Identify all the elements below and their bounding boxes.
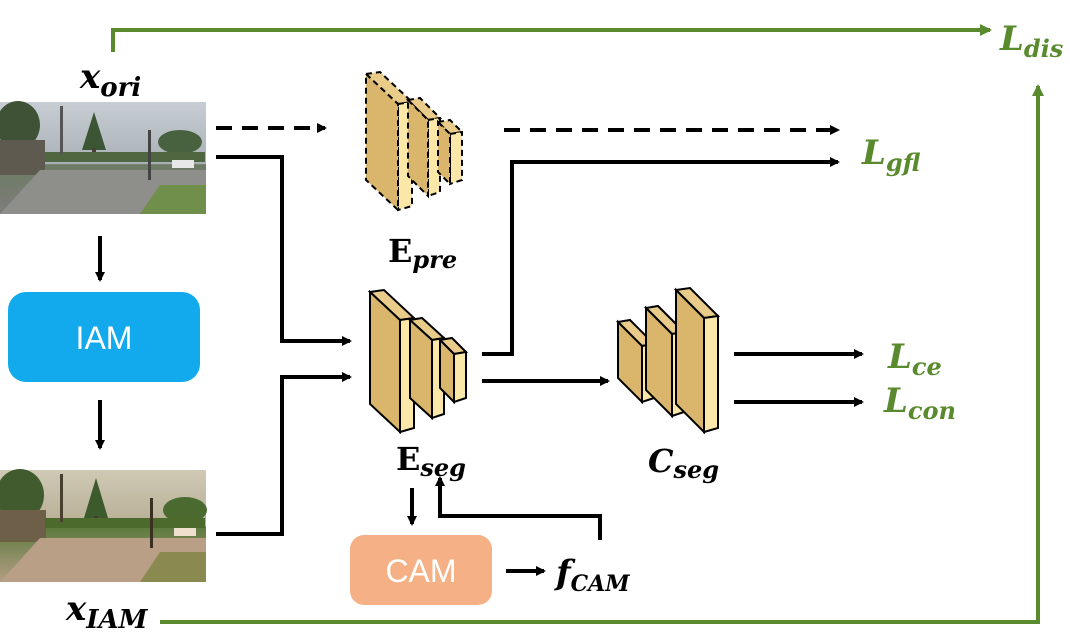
arrow-eseg-to-lgfl [482, 157, 840, 356]
e-seg-encoder [367, 288, 469, 435]
c-seg-block-3 [673, 286, 721, 435]
c-seg-label: Cseg [648, 442, 719, 484]
e-pre-encoder [363, 70, 465, 213]
original-image [0, 101, 206, 214]
arrow-iam-to-eseg [216, 372, 352, 536]
e-seg-block-3 [437, 336, 469, 405]
e-seg-block-2 [407, 316, 447, 421]
iam-module: IAM [8, 292, 200, 382]
iam-image [0, 469, 207, 582]
cam-label: CAM [385, 553, 456, 589]
loss-gfl-label: Lgfl [861, 133, 921, 177]
x-ori-label: xori [79, 57, 141, 103]
e-pre-block-2 [405, 96, 443, 199]
iam-label: IAM [76, 320, 133, 356]
e-seg-block-1 [367, 288, 417, 435]
e-pre-block-1 [363, 70, 415, 213]
dis-loss-path-bottom [160, 84, 1044, 624]
dis-loss-path-top [111, 24, 992, 52]
loss-con-label: Lcon [883, 381, 956, 425]
x-iam-label: xIAM [65, 589, 149, 635]
loss-ce-label: Lce [887, 337, 942, 381]
arrow-ori-to-eseg [216, 155, 352, 346]
loss-dis-label: Ldis [999, 19, 1064, 63]
e-pre-label: Epre [388, 232, 457, 274]
arrow-fcam-to-eseg [435, 476, 602, 540]
e-pre-block-3 [435, 118, 465, 187]
cam-module: CAM [350, 535, 492, 605]
e-seg-label: Eseg [396, 440, 466, 482]
f-cam-label: fCAM [554, 553, 630, 597]
c-seg-classifier [615, 286, 721, 435]
